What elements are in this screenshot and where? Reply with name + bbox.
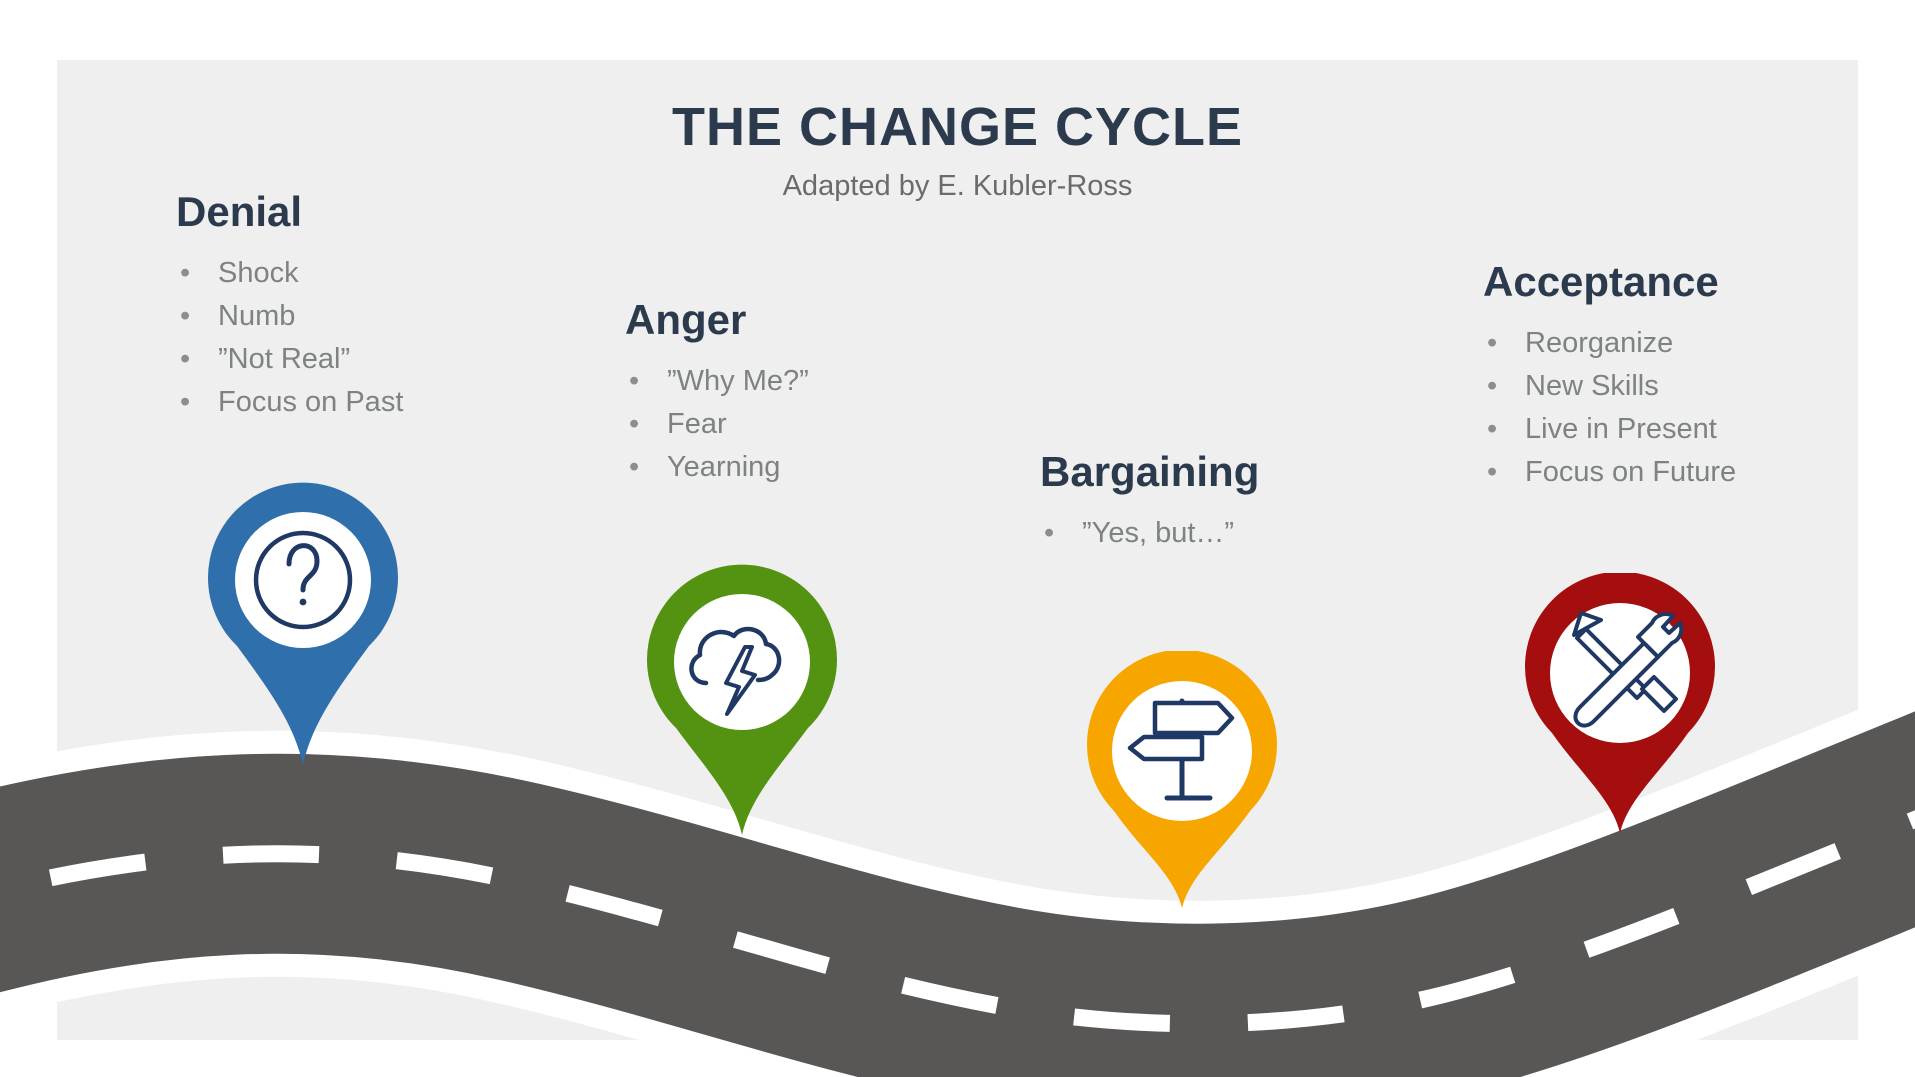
stage-bullet-list: ”Yes, but…”	[1040, 512, 1259, 555]
map-pin-denial	[208, 482, 398, 765]
map-pin-bargaining	[1087, 651, 1277, 908]
bullet-item: ”Why Me?”	[625, 360, 809, 403]
stage-acceptance: Acceptance ReorganizeNew SkillsLive in P…	[1483, 258, 1736, 494]
map-pin-acceptance	[1525, 573, 1715, 833]
page-title: THE CHANGE CYCLE	[671, 97, 1244, 157]
stage-title: Bargaining	[1040, 448, 1260, 495]
stage-anger: Anger ”Why Me?”FearYearning	[625, 296, 809, 489]
stage-title: Acceptance	[1483, 258, 1719, 305]
bullet-item: Numb	[176, 295, 403, 338]
bullet-item: Reorganize	[1483, 322, 1736, 365]
stage-bargaining: Bargaining ”Yes, but…”	[1040, 448, 1259, 555]
stage-bullet-list: ReorganizeNew SkillsLive in PresentFocus…	[1483, 322, 1736, 494]
title-block: THE CHANGE CYCLE Adapted by E. Kubler-Ro…	[0, 96, 1915, 203]
stage-denial: Denial ShockNumb”Not Real”Focus on Past	[176, 188, 403, 424]
bullet-item: Fear	[625, 403, 809, 446]
stage-bullet-list: ”Why Me?”FearYearning	[625, 360, 809, 489]
bullet-item: Live in Present	[1483, 408, 1736, 451]
bullet-item: ”Not Real”	[176, 338, 403, 381]
road-center-dashes	[0, 810, 1915, 1033]
question-mark-icon	[253, 530, 353, 630]
crossed-tools-icon	[1572, 611, 1684, 728]
bullet-item: New Skills	[1483, 365, 1736, 408]
bullet-item: Yearning	[625, 446, 809, 489]
map-pin-anger	[647, 564, 837, 835]
stage-title: Denial	[176, 188, 303, 235]
stage-title: Anger	[625, 296, 747, 343]
page-subtitle: Adapted by E. Kubler-Ross	[782, 170, 1133, 202]
storm-cloud-icon	[689, 626, 782, 716]
stage-bullet-list: ShockNumb”Not Real”Focus on Past	[176, 252, 403, 424]
bullet-item: Focus on Future	[1483, 451, 1736, 494]
signpost-icon	[1127, 698, 1235, 801]
bullet-item: ”Yes, but…”	[1040, 512, 1259, 555]
bullet-item: Shock	[176, 252, 403, 295]
bullet-item: Focus on Past	[176, 381, 403, 424]
